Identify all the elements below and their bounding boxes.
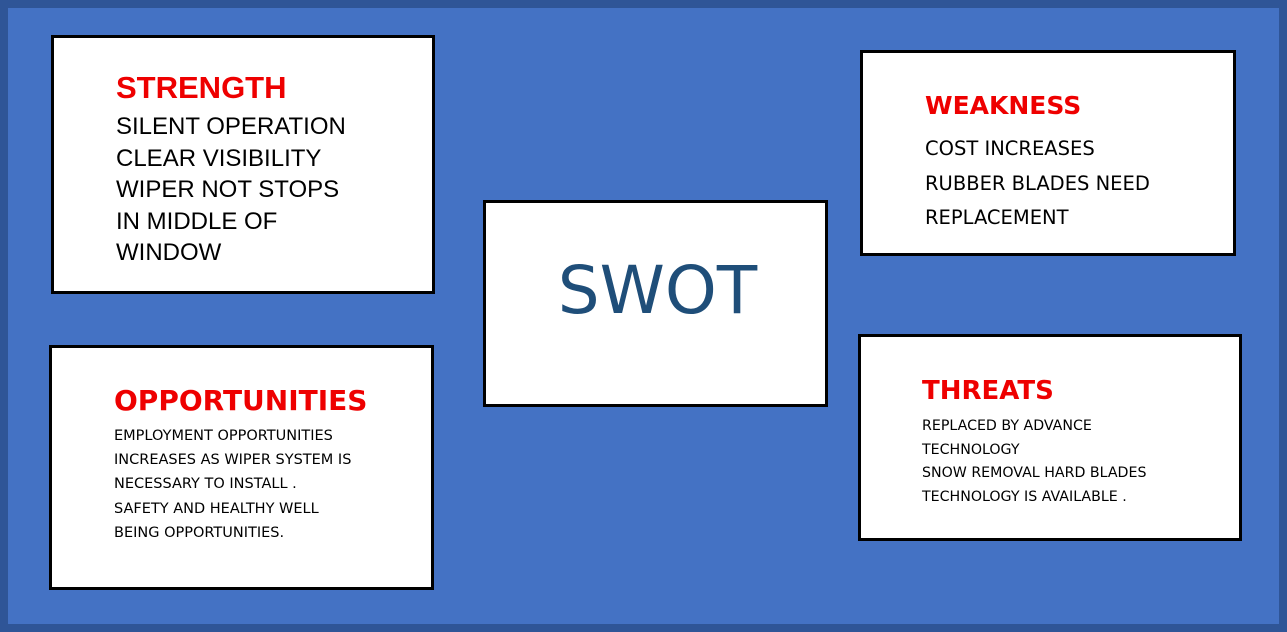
threats-line: TECHNOLOGY (922, 441, 1020, 458)
strength-line: WIPER NOT STOPS (116, 176, 340, 203)
strength-line: CLEAR VISIBILITY (116, 144, 322, 172)
opportunities-list: EMPLOYMENT OPPORTUNITIES INCREASES AS WI… (114, 424, 351, 545)
opportunities-box: OPPORTUNITIES EMPLOYMENT OPPORTUNITIES I… (49, 345, 434, 590)
weakness-line: COST INCREASES (925, 137, 1095, 160)
weakness-line: REPLACEMENT (925, 206, 1069, 229)
threats-box: THREATS REPLACED BY ADVANCE TECHNOLOGY S… (858, 334, 1242, 541)
threats-list: REPLACED BY ADVANCE TECHNOLOGY SNOW REMO… (922, 415, 1146, 510)
opportunities-line: NECESSARY TO INSTALL . (114, 476, 297, 493)
strength-box: STRENGTH SILENT OPERATION CLEAR VISIBILI… (51, 35, 435, 294)
threats-heading: THREATS (922, 376, 1054, 406)
opportunities-line: BEING OPPORTUNITIES. (114, 524, 285, 541)
swot-title: SWOT (557, 252, 758, 329)
strength-heading: STRENGTH (116, 70, 287, 105)
threats-line: TECHNOLOGY IS AVAILABLE . (922, 489, 1127, 506)
weakness-box: WEAKNESS COST INCREASES RUBBER BLADES NE… (860, 50, 1236, 256)
strength-line: IN MIDDLE OF (116, 207, 278, 235)
threats-line: SNOW REMOVAL HARD BLADES (922, 465, 1147, 482)
weakness-heading: WEAKNESS (925, 91, 1082, 120)
strength-line: SILENT OPERATION (116, 113, 346, 140)
opportunities-line: EMPLOYMENT OPPORTUNITIES (114, 428, 333, 444)
weakness-line: RUBBER BLADES NEED (925, 171, 1150, 195)
opportunities-line: SAFETY AND HEALTHY WELL (114, 500, 319, 517)
strength-list: SILENT OPERATION CLEAR VISIBILITY WIPER … (116, 111, 346, 269)
strength-line: WINDOW (116, 239, 222, 266)
opportunities-line: INCREASES AS WIPER SYSTEM IS (114, 452, 352, 469)
swot-center-box: SWOT (483, 200, 828, 407)
threats-line: REPLACED BY ADVANCE (922, 418, 1092, 434)
weakness-list: COST INCREASES RUBBER BLADES NEED REPLAC… (925, 132, 1150, 236)
opportunities-heading: OPPORTUNITIES (114, 384, 368, 417)
